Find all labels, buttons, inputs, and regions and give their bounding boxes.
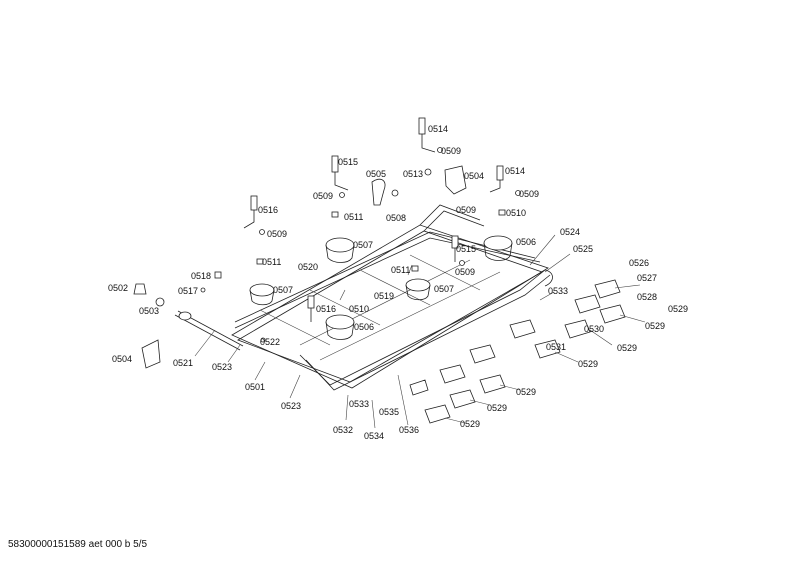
callout-0509: 0509 bbox=[519, 189, 540, 199]
callout-0519: 0519 bbox=[374, 291, 395, 301]
callout-0502: 0502 bbox=[108, 283, 129, 293]
callout-0529: 0529 bbox=[487, 403, 508, 413]
callout-0530: 0530 bbox=[584, 324, 605, 334]
callout-0516: 0516 bbox=[258, 205, 279, 215]
callout-0513: 0513 bbox=[403, 169, 424, 179]
callout-0507: 0507 bbox=[273, 285, 294, 295]
callout-0509: 0509 bbox=[455, 267, 476, 277]
callout-0522: 0522 bbox=[260, 337, 281, 347]
callout-0511: 0511 bbox=[344, 212, 364, 222]
callout-0534: 0534 bbox=[364, 431, 385, 441]
callout-0529: 0529 bbox=[668, 304, 689, 314]
callout-0509: 0509 bbox=[456, 205, 477, 215]
leader-lines bbox=[194, 234, 571, 429]
callout-0511: 0511 bbox=[262, 257, 282, 267]
callout-0533: 0533 bbox=[349, 399, 370, 409]
callout-0504: 0504 bbox=[112, 354, 133, 364]
callout-0517: 0517 bbox=[178, 286, 199, 296]
callout-0520: 0520 bbox=[298, 262, 319, 272]
thermocouple-probes bbox=[243, 117, 504, 322]
callout-0510: 0510 bbox=[506, 208, 527, 218]
callout-0529: 0529 bbox=[645, 321, 666, 331]
callout-0536: 0536 bbox=[399, 425, 420, 435]
callout-0525: 0525 bbox=[573, 244, 594, 254]
tube-frame bbox=[174, 204, 553, 391]
callout-0506: 0506 bbox=[516, 237, 537, 247]
callout-0516: 0516 bbox=[316, 304, 337, 314]
callout-0524: 0524 bbox=[560, 227, 581, 237]
callout-0528: 0528 bbox=[637, 292, 658, 302]
callout-0515: 0515 bbox=[338, 157, 359, 167]
callout-0527: 0527 bbox=[637, 273, 658, 283]
callout-0523: 0523 bbox=[212, 362, 233, 372]
callout-0518: 0518 bbox=[191, 271, 212, 281]
callout-0531: 0531 bbox=[546, 342, 567, 352]
callout-0507: 0507 bbox=[353, 240, 374, 250]
callout-0529: 0529 bbox=[617, 343, 638, 353]
callout-0509: 0509 bbox=[441, 146, 462, 156]
callout-0514: 0514 bbox=[505, 166, 526, 176]
callout-0504: 0504 bbox=[464, 171, 485, 181]
gas-valves bbox=[409, 279, 646, 424]
mounting-brackets bbox=[141, 165, 467, 369]
screws-and-fittings bbox=[133, 147, 521, 343]
callout-0515: 0515 bbox=[456, 244, 477, 254]
callout-0514: 0514 bbox=[428, 124, 449, 134]
callout-0503: 0503 bbox=[139, 306, 160, 316]
callout-0526: 0526 bbox=[629, 258, 650, 268]
callout-0529: 0529 bbox=[516, 387, 537, 397]
callout-0532: 0532 bbox=[333, 425, 354, 435]
callout-0508: 0508 bbox=[386, 213, 407, 223]
callout-0506: 0506 bbox=[354, 322, 375, 332]
callout-0523: 0523 bbox=[281, 401, 302, 411]
callout-0529: 0529 bbox=[460, 419, 481, 429]
callout-0535: 0535 bbox=[379, 407, 400, 417]
callout-0529: 0529 bbox=[578, 359, 599, 369]
callout-0521: 0521 bbox=[173, 358, 194, 368]
callout-0511: 0511 bbox=[391, 265, 411, 275]
document-id-footer: 58300000151589 aet 000 b 5/5 bbox=[8, 539, 148, 550]
callout-0509: 0509 bbox=[267, 229, 288, 239]
burner-cups bbox=[249, 235, 513, 340]
callout-0533: 0533 bbox=[548, 286, 569, 296]
callout-0509: 0509 bbox=[313, 191, 334, 201]
callout-0510: 0510 bbox=[349, 304, 370, 314]
callout-0501: 0501 bbox=[245, 382, 266, 392]
callout-0507: 0507 bbox=[434, 284, 455, 294]
callout-0505: 0505 bbox=[366, 169, 387, 179]
